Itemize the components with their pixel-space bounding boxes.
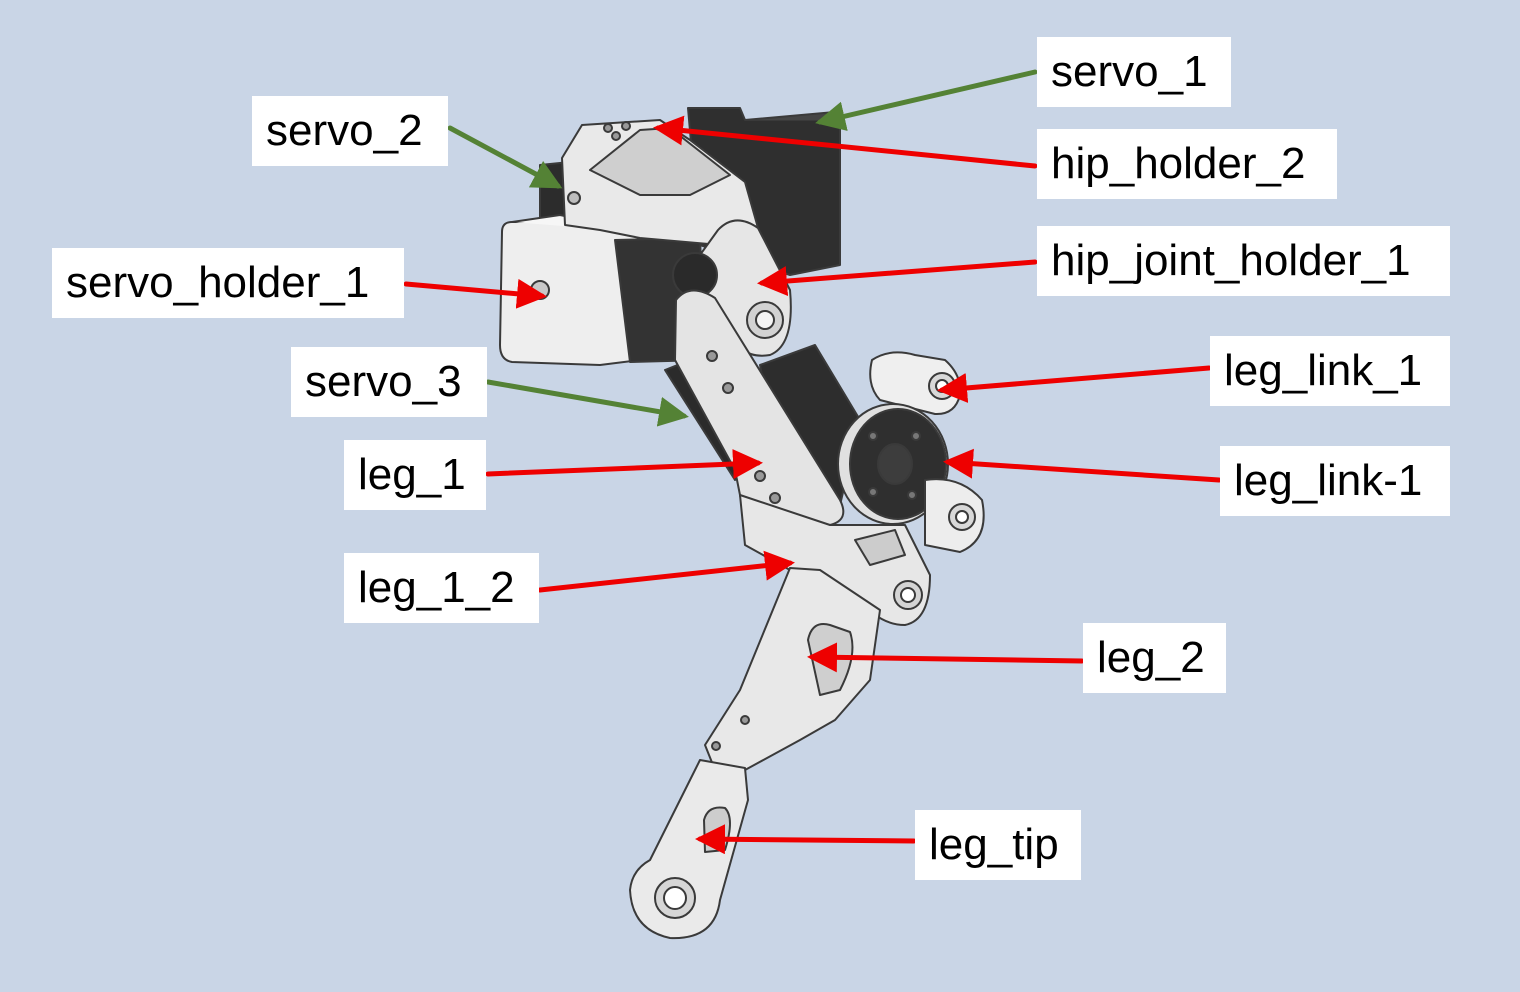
arrow-leg-2 bbox=[807, 642, 1085, 673]
arrow-leg-1-2 bbox=[537, 550, 795, 593]
leg-2-part bbox=[704, 567, 881, 771]
label-leg-1-2: leg_1_2 bbox=[344, 553, 539, 623]
leader-arrows bbox=[403, 69, 1222, 855]
arrow-hip-joint-holder-1 bbox=[757, 259, 1038, 297]
arrow-leg-link-1 bbox=[937, 365, 1212, 403]
arrow-servo-3 bbox=[485, 379, 689, 427]
arrow-servo-holder-1 bbox=[403, 278, 547, 309]
arrow-leg-link-dash-1 bbox=[943, 448, 1222, 483]
label-servo-holder-1: servo_holder_1 bbox=[52, 248, 404, 318]
label-servo-3: servo_3 bbox=[291, 347, 487, 417]
label-servo-1: servo_1 bbox=[1037, 37, 1231, 107]
label-leg-2: leg_2 bbox=[1083, 623, 1226, 693]
label-hip-joint-holder-1: hip_joint_holder_1 bbox=[1037, 226, 1450, 296]
arrow-servo-2 bbox=[447, 125, 563, 189]
cad-model bbox=[499, 107, 985, 940]
label-servo-2: servo_2 bbox=[252, 96, 448, 166]
arrow-leg-tip bbox=[695, 824, 917, 855]
arrow-servo-1 bbox=[815, 69, 1038, 131]
arrow-leg-1 bbox=[485, 449, 763, 480]
label-leg-tip: leg_tip bbox=[915, 810, 1081, 880]
label-leg-link-1: leg_link_1 bbox=[1210, 336, 1450, 406]
label-hip-holder-2: hip_holder_2 bbox=[1037, 129, 1337, 199]
label-leg-link-dash-1: leg_link-1 bbox=[1220, 446, 1450, 516]
label-leg-1: leg_1 bbox=[344, 440, 486, 510]
arrow-hip-holder-2 bbox=[653, 115, 1038, 169]
